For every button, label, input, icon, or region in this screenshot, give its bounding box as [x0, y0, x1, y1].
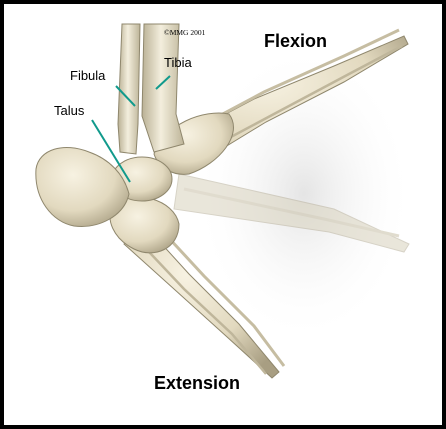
calcaneus-bone — [35, 147, 130, 227]
talus-label: Talus — [54, 103, 85, 118]
tibia-pointer-line — [155, 75, 171, 90]
fibula-label: Fibula — [70, 68, 106, 83]
copyright-notice: ©MMG 2001 — [164, 28, 206, 37]
ghost-foot-neutral — [173, 173, 410, 253]
foot-extension — [109, 196, 286, 379]
tibia-label: Tibia — [164, 55, 192, 70]
extension-title: Extension — [154, 373, 241, 393]
extension-metatarsals — [123, 218, 280, 379]
fibula-pointer-line — [115, 85, 136, 107]
foot-flexion-extension-illustration — [35, 23, 414, 379]
talus-pointer-line — [91, 119, 131, 183]
flexion-title: Flexion — [264, 31, 328, 51]
tibia-bone — [141, 23, 185, 153]
fibula-bone — [117, 23, 141, 155]
